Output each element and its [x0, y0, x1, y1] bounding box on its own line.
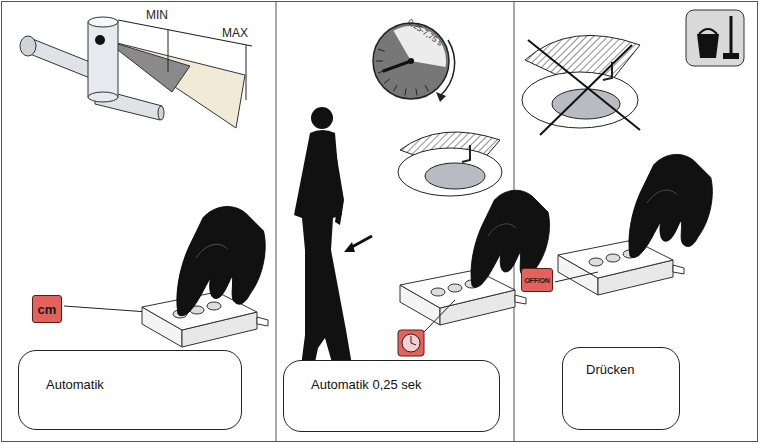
washbasin	[398, 148, 502, 196]
person-silhouette	[300, 140, 314, 225]
faucet-drawing	[20, 36, 36, 56]
dial-tick	[425, 85, 429, 91]
dial-hub	[408, 58, 414, 64]
range-tick	[246, 45, 247, 100]
cleaning-icon	[697, 34, 719, 58]
timer-button	[402, 334, 420, 352]
range-label: MAX	[222, 26, 248, 40]
person-silhouette	[330, 140, 344, 225]
dial-tick	[405, 89, 406, 96]
control-box	[142, 292, 268, 347]
faucet-drawing	[88, 17, 118, 27]
dial-needle	[383, 61, 411, 71]
faucet-drawing	[88, 92, 118, 102]
dial-tick	[416, 89, 417, 96]
washbasin	[398, 132, 502, 196]
faucet-drawing	[30, 38, 90, 78]
crossed-washbasin	[522, 35, 640, 135]
faucet-drawing	[105, 40, 245, 128]
control-box	[558, 240, 684, 295]
dial-tick	[394, 85, 398, 91]
cleaning-icon	[723, 53, 739, 59]
timer-button	[411, 336, 412, 343]
button-label: cm	[38, 302, 57, 317]
cleaning-icon	[686, 10, 744, 66]
timer-button	[411, 343, 416, 345]
gloved-hand	[177, 207, 265, 316]
dial-tick	[384, 79, 389, 83]
crossed-washbasin	[540, 45, 632, 135]
panel-divider	[276, 2, 277, 442]
person-silhouette	[311, 107, 333, 129]
cleaning-icon	[686, 10, 744, 66]
cleaning-icon	[730, 16, 733, 54]
leader-line	[424, 300, 455, 332]
caption-box: Automatik 0,25 sek	[283, 360, 500, 432]
timer-button	[398, 330, 424, 356]
turn-arrow	[436, 92, 446, 102]
gloved-hand	[629, 154, 712, 257]
range-tick	[168, 29, 169, 72]
dial-rim	[373, 23, 449, 99]
control-box	[400, 270, 526, 325]
cleaning-icon	[699, 29, 717, 34]
button-icon: cm	[32, 295, 62, 323]
caption-text: Automatik	[46, 377, 104, 392]
dial-tick	[376, 61, 383, 62]
crossed-washbasin	[522, 72, 638, 128]
caption-text: Automatik 0,25 sek	[311, 377, 422, 392]
faucet-drawing	[88, 22, 118, 97]
button-icon: OFF/ON	[521, 268, 553, 292]
range-bar	[118, 20, 252, 46]
caption-box: Drücken	[562, 347, 680, 430]
faucet-drawing	[158, 106, 164, 120]
caption-text: Drücken	[586, 362, 634, 377]
washbasin	[462, 145, 470, 162]
walk-arrow	[344, 242, 355, 252]
timer-dial: 0,25-7,75 s	[372, 22, 450, 100]
timer-button	[398, 330, 424, 356]
faucet-drawing	[20, 17, 252, 128]
range-label: MIN	[146, 8, 168, 22]
button-label: OFF/ON	[524, 277, 549, 284]
washbasin	[425, 163, 485, 189]
caption-box: Automatik	[18, 350, 242, 430]
walk-arrow	[350, 236, 372, 248]
leader-line	[555, 272, 598, 282]
dial-tick	[378, 49, 385, 51]
dial-face	[372, 22, 450, 100]
faucet-drawing	[95, 35, 105, 45]
